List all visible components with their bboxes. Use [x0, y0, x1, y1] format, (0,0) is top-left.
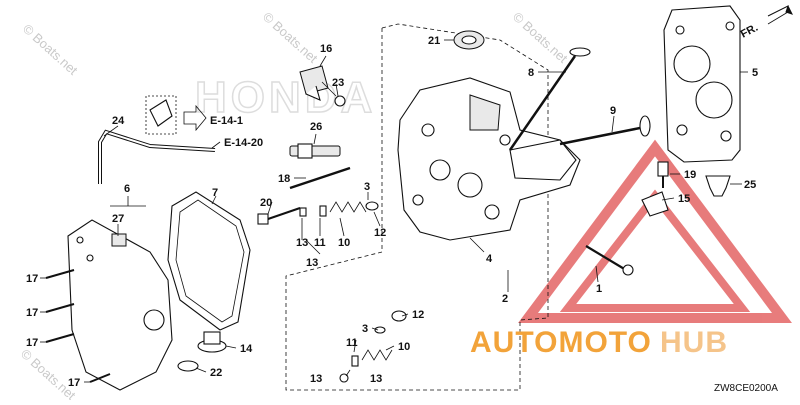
callout-4: 4 — [486, 253, 493, 265]
callout-12-upper: 12 — [374, 227, 386, 239]
head-gasket — [663, 5, 741, 163]
callout-25: 25 — [744, 179, 756, 191]
bolt-washer — [657, 161, 669, 188]
callout-6: 6 — [124, 183, 130, 195]
oil-filler-cap — [197, 331, 227, 353]
callout-12-lower: 12 — [412, 309, 424, 321]
callout-16: 16 — [320, 43, 332, 55]
callout-26: 26 — [310, 121, 322, 133]
callout-17-d: 17 — [68, 377, 80, 389]
valve-stem-seal-upper — [365, 201, 379, 211]
automotohub-logo: AUTOMOTO HUB — [470, 326, 728, 359]
callout-9: 9 — [610, 105, 616, 117]
callout-5: 5 — [752, 67, 758, 79]
watermark-top-right: © Boats.net — [510, 9, 571, 66]
temperature-sensor — [299, 65, 346, 107]
clip-15 — [641, 191, 669, 217]
logo-text-hub: HUB — [660, 326, 728, 359]
reference-e-14-1[interactable]: E-14-1 — [210, 115, 243, 127]
callout-3-lower: 3 — [362, 323, 368, 335]
o-ring — [177, 360, 199, 372]
grommet-25 — [705, 175, 731, 197]
callout-20: 20 — [260, 197, 272, 209]
callout-13-b: 13 — [306, 257, 318, 269]
watermark-top-center: © Boats.net — [260, 9, 321, 66]
valve-stem-seal-lower — [391, 310, 407, 322]
callout-17-a: 17 — [26, 273, 38, 285]
short-bolt — [257, 207, 301, 225]
direction-label: FR. — [739, 22, 760, 41]
callout-21: 21 — [428, 35, 440, 47]
valve-spring-upper — [299, 201, 367, 217]
head-cover-gasket — [167, 191, 251, 331]
callout-13-lower-a: 13 — [310, 373, 322, 385]
cylinder-head — [397, 77, 581, 241]
callout-10-lower: 10 — [398, 341, 410, 353]
callout-3-upper: 3 — [364, 181, 370, 193]
valve-spring-lower — [339, 349, 393, 383]
cylinder-head-cover — [67, 219, 173, 391]
long-bolt — [289, 166, 351, 190]
intake-valve — [508, 47, 591, 151]
leader-lines — [40, 39, 748, 383]
callout-8: 8 — [528, 67, 534, 79]
callout-7: 7 — [212, 187, 218, 199]
callout-14: 14 — [240, 343, 253, 355]
callout-27: 27 — [112, 213, 124, 225]
callout-numbers: 16 23 21 8 5 9 26 18 19 25 15 3 20 11 10… — [26, 35, 758, 389]
front-direction-indicator: FR. — [739, 5, 793, 41]
cover-bolts — [45, 269, 111, 383]
callout-17-b: 17 — [26, 307, 38, 319]
stud-bolt — [585, 245, 634, 276]
callout-13-a: 13 — [296, 237, 308, 249]
spring-retainer — [374, 326, 386, 334]
breather-hose — [98, 129, 216, 184]
exhaust-valve — [559, 115, 651, 146]
reference-e-14-20[interactable]: E-14-20 — [224, 137, 263, 149]
callout-19: 19 — [684, 169, 696, 181]
callout-24: 24 — [112, 115, 125, 127]
reference-clip-icon — [145, 95, 177, 135]
callout-15: 15 — [678, 193, 690, 205]
callout-18: 18 — [278, 173, 290, 185]
diagram-code: ZW8CE0200A — [714, 383, 778, 394]
watermark-top-left: © Boats.net — [20, 21, 81, 78]
spark-plug — [289, 143, 341, 159]
callout-10-upper: 10 — [338, 237, 350, 249]
logo-triangle — [518, 139, 792, 323]
callout-11-upper: 11 — [314, 237, 326, 249]
watermark-bottom-left: © Boats.net — [18, 346, 79, 400]
callout-2: 2 — [502, 293, 508, 305]
callout-1: 1 — [596, 283, 602, 295]
callout-22: 22 — [210, 367, 222, 379]
logo-text-automoto: AUTOMOTO — [470, 326, 652, 359]
oil-seal — [453, 30, 485, 50]
callout-13-lower-b: 13 — [370, 373, 382, 385]
callout-11-lower: 11 — [346, 337, 358, 349]
reference-arrow — [183, 104, 207, 132]
callout-23: 23 — [332, 77, 344, 89]
callout-17-c: 17 — [26, 337, 38, 349]
